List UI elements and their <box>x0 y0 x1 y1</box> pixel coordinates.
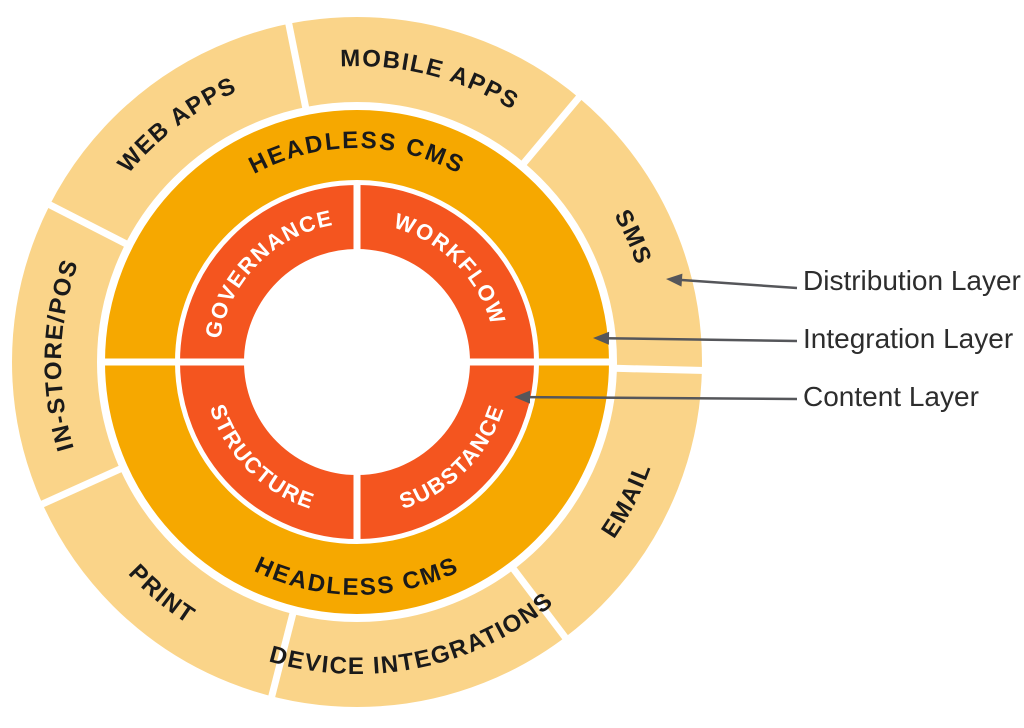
ring-divider <box>267 611 297 701</box>
ring-divider <box>38 465 124 509</box>
legend-arrow-content <box>525 395 798 401</box>
legend-arrow-distribution-head-icon <box>666 273 683 287</box>
ring-divider <box>284 20 310 110</box>
ring-divider <box>614 364 705 374</box>
distribution-ring <box>12 17 702 707</box>
legend-arrow-content-head-icon <box>514 390 530 404</box>
legend-arrow-distribution <box>677 278 798 290</box>
legend-arrow-integration-head-icon <box>593 331 610 345</box>
legend: Distribution Layer Integration Layer Con… <box>514 265 1021 412</box>
ring-divider <box>520 93 584 167</box>
legend-arrow-integration <box>604 336 798 343</box>
ring-divider <box>45 200 129 248</box>
legend-label-integration-layer: Integration Layer <box>803 323 1013 354</box>
legend-label-distribution-layer: Distribution Layer <box>803 265 1021 296</box>
legend-label-content-layer: Content Layer <box>803 381 979 412</box>
ring-divider <box>509 565 570 642</box>
segment-dividers <box>38 20 705 701</box>
